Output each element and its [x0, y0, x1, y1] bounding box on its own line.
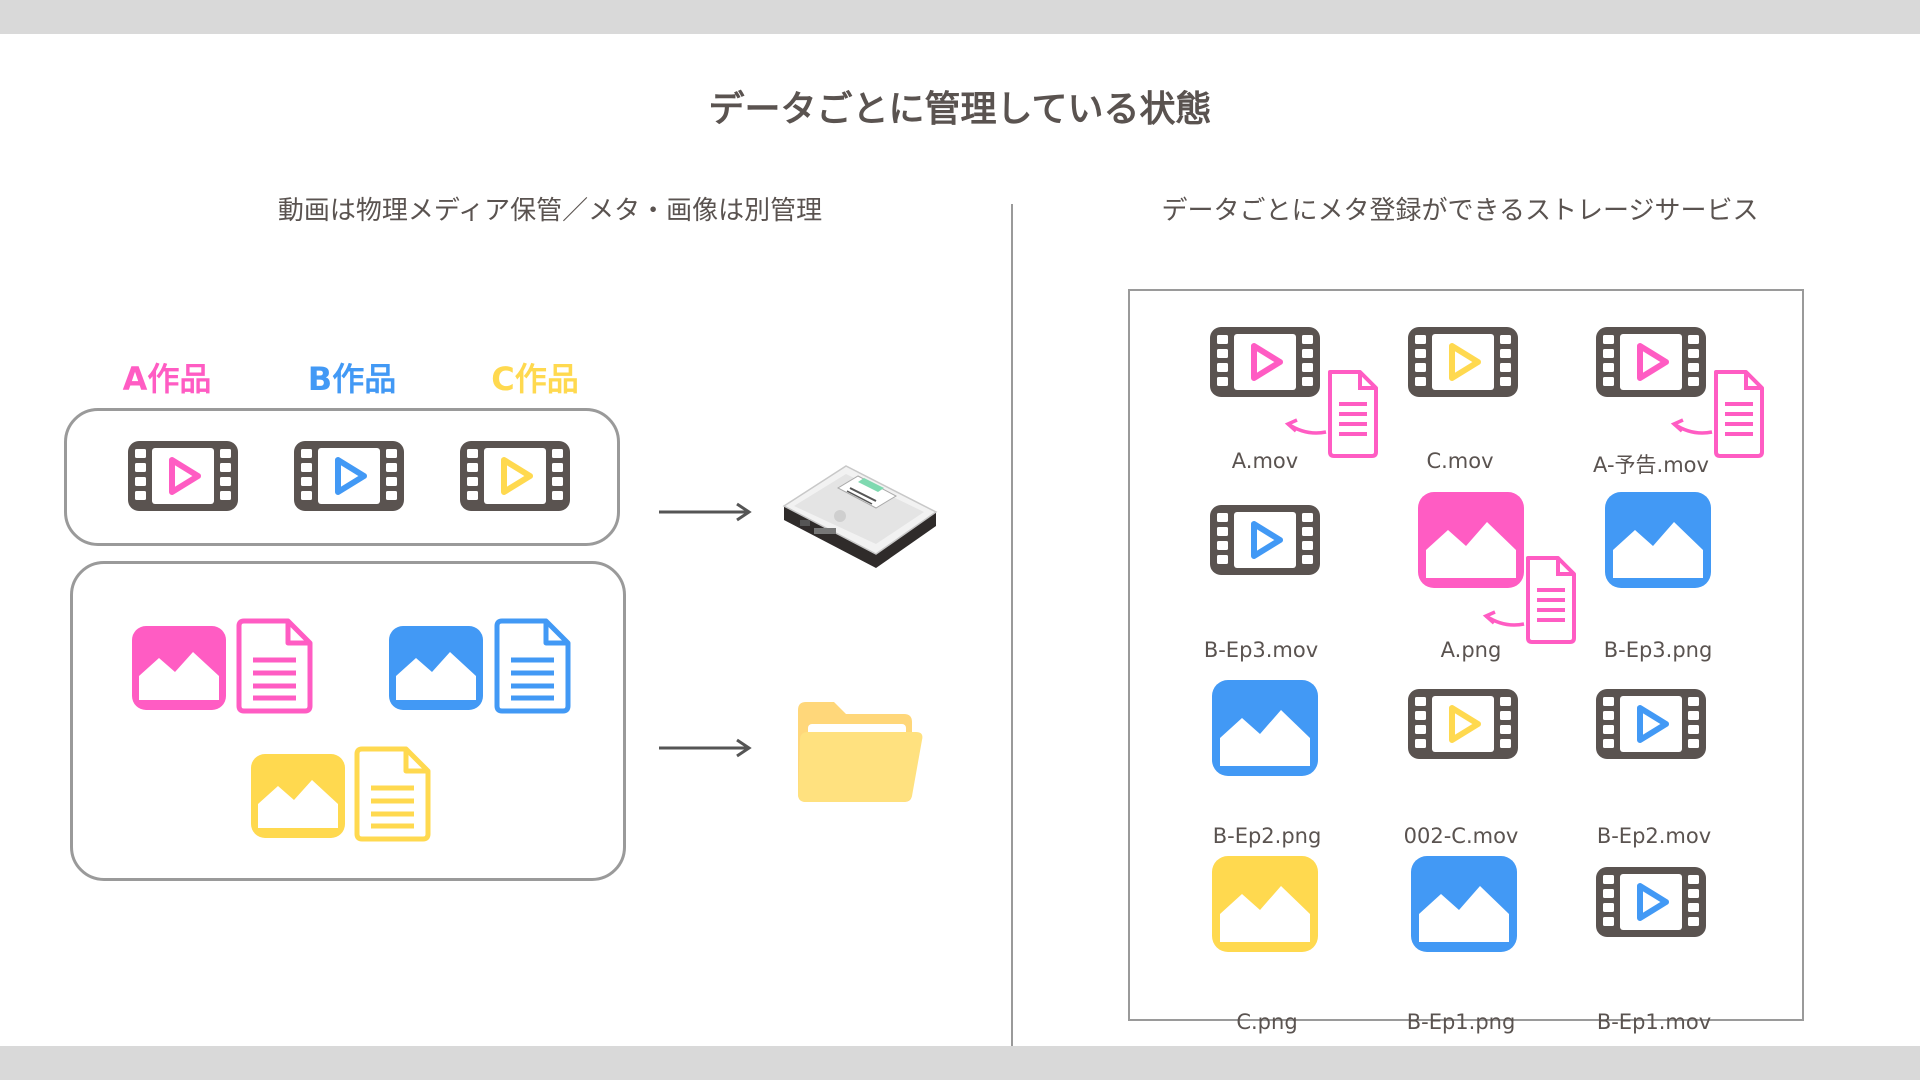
image-file-icon [1411, 856, 1517, 952]
folder-icon [798, 702, 923, 802]
image-file-icon [1212, 856, 1318, 952]
right-subtitle: データごとにメタ登録ができるストレージサービス [1161, 196, 1759, 226]
metadata-document-icon [1670, 370, 1764, 458]
document-icon-a [236, 618, 313, 714]
file-name-label: B-Ep1.png [1406, 1010, 1516, 1034]
metadata-document-icon [1482, 556, 1576, 644]
image-meta-group-box [70, 561, 626, 881]
file-name-label: B-Ep2.png [1212, 824, 1322, 848]
page-title: データごとに管理している状態 [708, 89, 1212, 130]
image-icon-c [251, 754, 345, 838]
video-file-icon [1210, 505, 1320, 575]
work-label-b: B作品 [307, 360, 397, 398]
file-name-label: A.mov [1231, 449, 1299, 473]
file-name-label: C.png [1236, 1010, 1298, 1034]
video-file-icon [1596, 327, 1706, 397]
file-name-label: C.mov [1426, 449, 1494, 473]
metadata-document-icon [1284, 370, 1378, 458]
file-name-label: 002-C.mov [1403, 824, 1519, 848]
work-label-c: C作品 [491, 360, 579, 398]
file-name-label: B-Ep3.png [1603, 638, 1713, 662]
document-icon-c [354, 746, 431, 842]
video-file-icon [1210, 327, 1320, 397]
storage-service-box [1128, 289, 1804, 1021]
image-icon-a [132, 626, 226, 710]
video-icon-b [294, 441, 404, 511]
video-file-icon [1408, 327, 1518, 397]
document-icon-b [494, 618, 571, 714]
file-name-label: A-予告.mov [1593, 453, 1709, 477]
left-subtitle: 動画は物理メディア保管／メタ・画像は別管理 [277, 196, 823, 226]
arrow-to-disk-icon [659, 502, 752, 522]
file-name-label: B-Ep2.mov [1596, 824, 1712, 848]
file-name-label: B-Ep1.mov [1596, 1010, 1712, 1034]
section-divider [1011, 204, 1013, 1046]
video-file-icon [1596, 867, 1706, 937]
file-name-label: A.png [1440, 638, 1502, 662]
slide: データごとに管理している状態 動画は物理メディア保管／メタ・画像は別管理 A作品… [0, 34, 1920, 1046]
image-file-icon [1418, 492, 1524, 588]
video-file-icon [1408, 689, 1518, 759]
image-icon-b [389, 626, 483, 710]
work-label-a: A作品 [122, 360, 212, 398]
video-group-box [64, 408, 620, 546]
video-icon-c [460, 441, 570, 511]
arrow-to-folder-icon [659, 738, 752, 758]
file-name-label: B-Ep3.mov [1203, 638, 1319, 662]
video-icon-a [128, 441, 238, 511]
image-file-icon [1212, 680, 1318, 776]
video-file-icon [1596, 689, 1706, 759]
image-file-icon [1605, 492, 1711, 588]
hard-disk-icon [782, 465, 938, 568]
